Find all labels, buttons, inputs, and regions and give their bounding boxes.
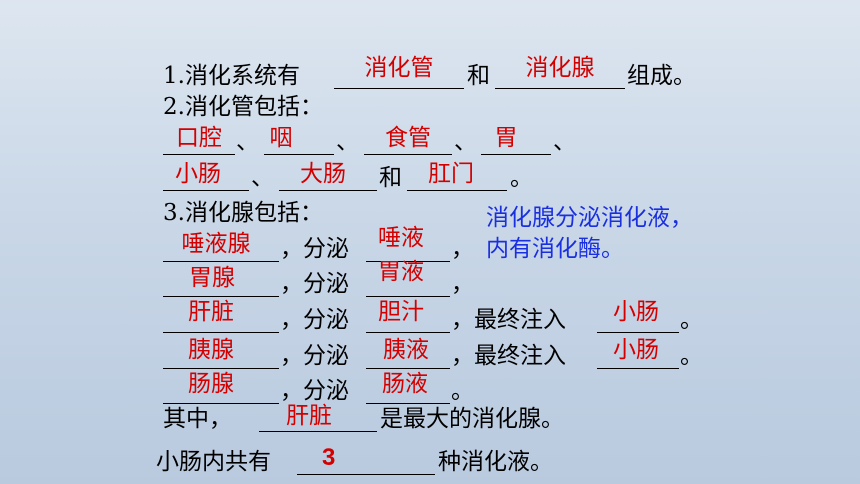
q2-blank-stomach [481,128,551,155]
q1-answer-2: 消化腺 [525,55,595,81]
q3-row-end: ， [451,236,474,262]
digestive-enzyme-note: 消化腺分泌消化液， 内有消化酶。 [486,203,746,265]
largest-suffix: 是最大的消化腺。 [380,406,564,432]
q1-prefix: 1.消化系统有 [163,63,300,89]
q2-answer-pharynx: 咽 [269,125,293,151]
q2-sep: 、 [236,129,259,155]
q1-suffix: 组成。 [627,63,696,89]
q2-blank-small-intestine [163,164,249,191]
q3-blank-juice-3 [366,306,450,333]
q2-sep: 、 [553,129,576,155]
q3-answer-gland-5: 肠腺 [188,371,234,397]
q3-answer-gland-4: 胰腺 [188,337,234,363]
q1-answer-1: 消化管 [364,55,434,81]
q3-blank-target-4 [597,342,679,369]
note-line-1: 消化腺分泌消化液， [486,205,693,231]
q2-blank-anus [407,164,507,191]
q3-answer-juice-1: 唾液 [378,225,424,251]
q2-blank-mouth [163,128,235,155]
note-line-2: 内有消化酶。 [486,236,624,262]
q3-row-end: 。 [680,343,703,369]
q3-secrete-label: ，分泌 [280,236,349,262]
count-prefix: 小肠内共有 [156,449,271,475]
q3-blank-gland-2 [163,270,279,297]
q3-blank-juice-5 [366,377,450,404]
q3-secrete-label: ，分泌 [280,343,349,369]
q3-row-end: 。 [451,378,474,404]
q2-blank-esophagus [364,128,452,155]
q3-blank-gland-1 [163,235,279,262]
q1-middle: 和 [467,63,490,89]
q3-answer-juice-2: 胃液 [378,259,424,285]
q3-heading: 3.消化腺包括： [163,200,323,226]
q3-blank-gland-4 [163,342,279,369]
count-suffix: 种消化液。 [438,449,553,475]
q3-answer-juice-4: 胰液 [383,337,429,363]
largest-prefix: 其中， [163,406,232,432]
q2-blank-large-intestine [279,164,377,191]
q2-answer-large-intestine: 大肠 [300,161,346,187]
count-blank [297,448,435,475]
q3-inject-label: ，最终注入 [451,307,566,333]
largest-blank [259,405,377,432]
q3-blank-gland-3 [163,306,279,333]
q2-answer-anus: 肛门 [428,161,474,187]
q2-sep: 、 [251,165,274,191]
q1-blank-2 [495,62,625,89]
q3-blank-gland-5 [163,377,279,404]
q1-blank-1 [334,62,464,89]
q2-answer-stomach: 胃 [494,125,518,151]
q2-answer-esophagus: 食管 [385,125,431,151]
q3-secrete-label: ，分泌 [280,271,349,297]
count-answer: 3 [322,444,336,471]
q3-answer-juice-5: 肠液 [382,371,428,397]
q3-secrete-label: ，分泌 [280,378,349,404]
q2-and: 和 [379,165,402,191]
q2-sep: 、 [336,129,359,155]
q2-end: 。 [510,165,533,191]
q3-answer-gland-2: 胃腺 [189,265,235,291]
q3-answer-gland-1: 唾液腺 [181,231,251,257]
q3-answer-gland-3: 肝脏 [188,299,234,325]
q2-answer-small-intestine: 小肠 [175,161,221,187]
q3-answer-target-4: 小肠 [613,337,659,363]
q3-answer-juice-3: 胆汁 [378,299,424,325]
q3-inject-label: ，最终注入 [451,343,566,369]
q2-answer-mouth: 口腔 [176,125,222,151]
q2-heading: 2.消化管包括： [163,94,323,120]
q3-blank-juice-2 [366,270,450,297]
q3-row-end: 。 [680,307,703,333]
q3-blank-juice-1 [366,235,450,262]
q2-blank-pharynx [264,128,334,155]
q3-secrete-label: ，分泌 [280,307,349,333]
q3-blank-target-3 [597,306,679,333]
q3-answer-target-3: 小肠 [613,299,659,325]
q2-sep: 、 [454,129,477,155]
q3-row-end: ， [451,271,474,297]
largest-answer: 肝脏 [286,403,332,429]
q3-blank-juice-4 [366,342,450,369]
